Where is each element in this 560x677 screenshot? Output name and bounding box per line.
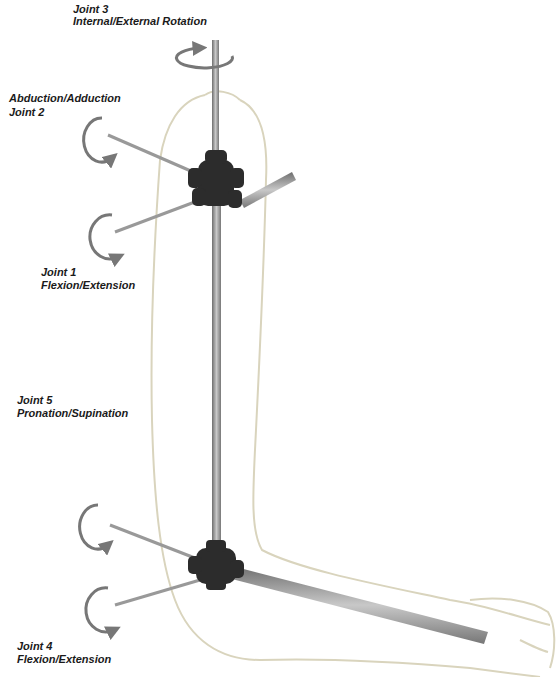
shoulder-joint bbox=[188, 150, 244, 208]
upper-arm-rod bbox=[212, 190, 221, 550]
joint-label: Joint 4 bbox=[16, 640, 53, 653]
motion-label: Flexion/Extension bbox=[16, 653, 112, 666]
forearm-rod bbox=[228, 566, 488, 644]
axis-rod bbox=[110, 525, 200, 560]
motion-label: Pronation/Supination bbox=[16, 407, 129, 420]
axis-rod bbox=[108, 135, 200, 175]
axis-rod bbox=[115, 200, 200, 232]
joint-label: Joint 1 bbox=[40, 266, 77, 279]
elbow-joint bbox=[188, 540, 244, 590]
arm-outline bbox=[152, 91, 555, 677]
motion-label: Joint 2 bbox=[8, 106, 45, 119]
motion-label: Abduction/Adduction bbox=[8, 92, 122, 105]
motion-label: Flexion/Extension bbox=[40, 279, 136, 292]
side-bar bbox=[240, 172, 296, 208]
rotation-rod bbox=[212, 40, 219, 160]
axis-rod bbox=[115, 580, 200, 605]
joint-label: Joint 5 bbox=[16, 394, 53, 407]
rotation-arrow bbox=[80, 48, 233, 632]
motion-label: Internal/External Rotation bbox=[72, 15, 208, 28]
